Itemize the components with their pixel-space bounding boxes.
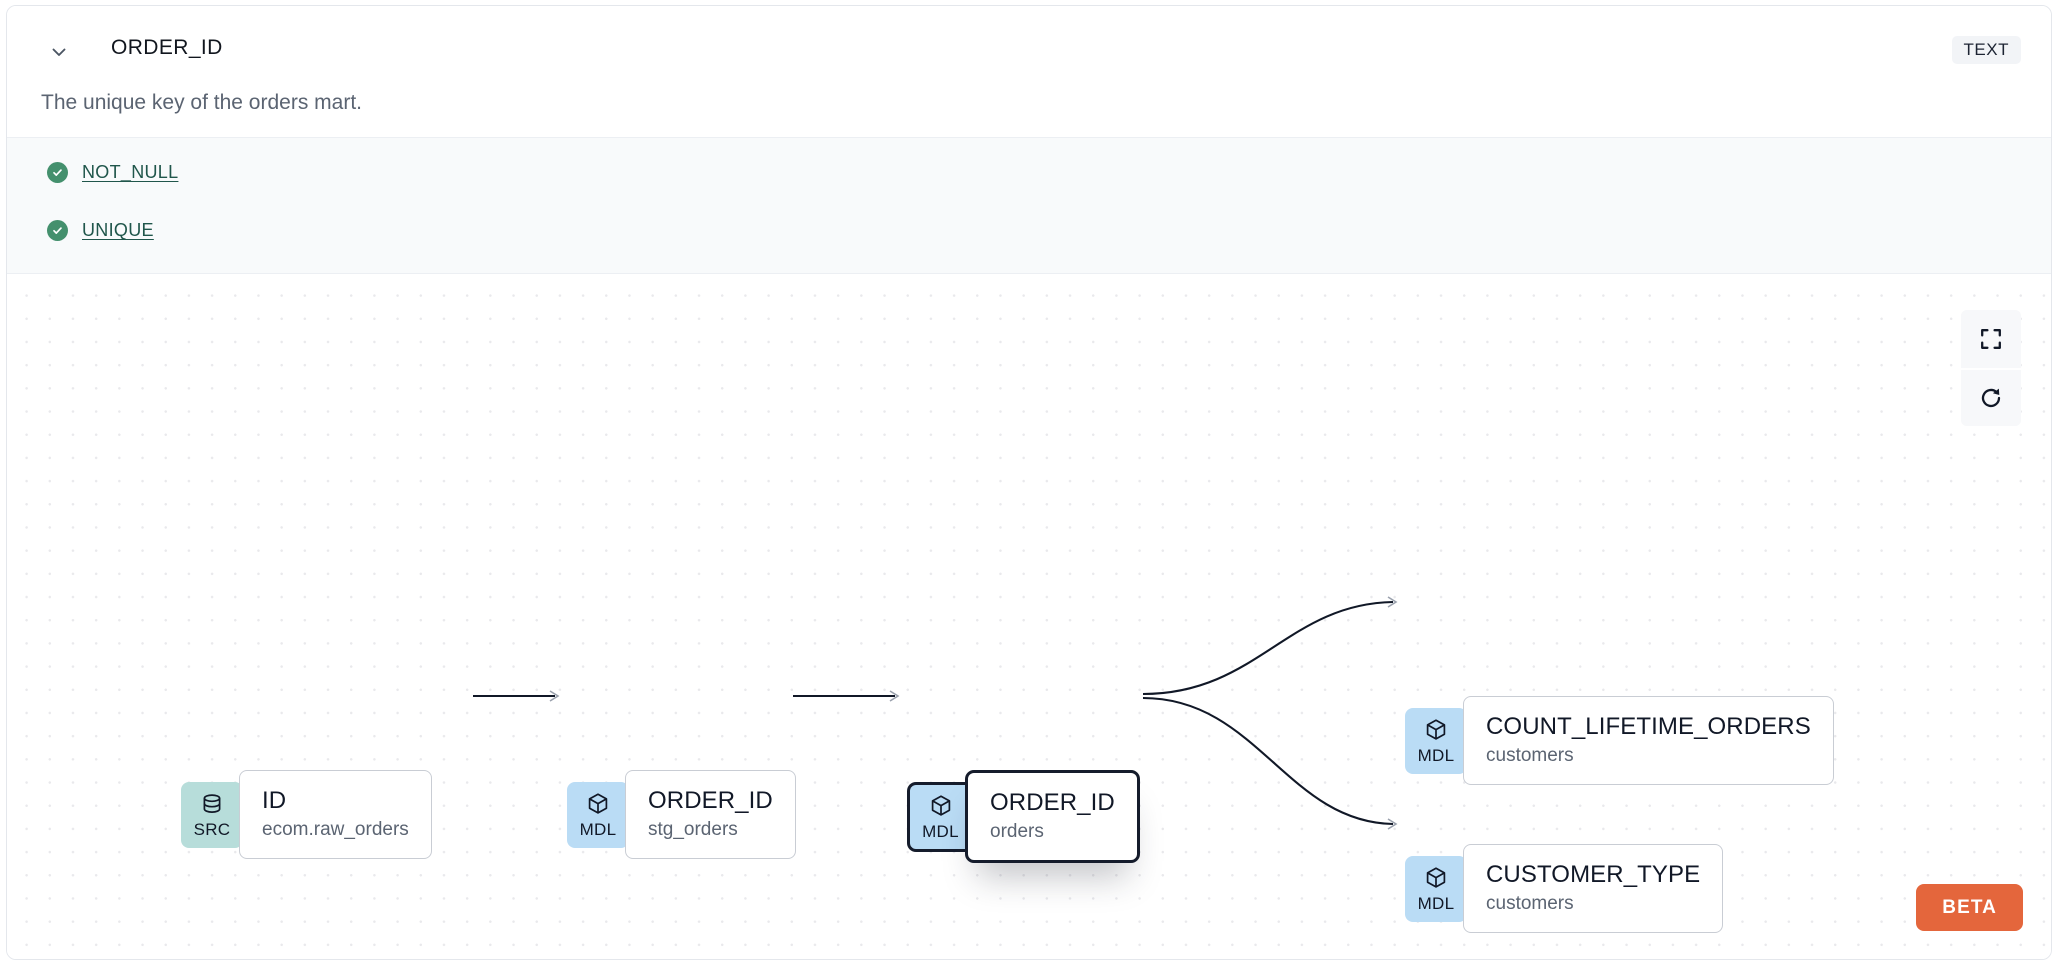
test-link[interactable]: NOT_NULL — [82, 162, 179, 182]
test-row[interactable]: NOT_NULL — [47, 162, 178, 183]
canvas-controls — [1961, 310, 2021, 426]
lineage-node-orders-selected[interactable]: MDL ORDER_ID orders — [907, 770, 1140, 864]
cube-icon — [1426, 867, 1446, 888]
lineage-node-stg-orders[interactable]: MDL ORDER_ID stg_orders — [567, 770, 796, 860]
chevron-down-icon[interactable] — [46, 39, 72, 65]
edge-arrow-icon — [1387, 596, 1398, 608]
fit-view-icon — [1979, 327, 2003, 351]
fit-view-button[interactable] — [1961, 310, 2021, 368]
page-title: ORDER_ID — [111, 36, 223, 59]
node-column-name: ORDER_ID — [990, 789, 1115, 816]
column-detail-card: ORDER_ID TEXT The unique key of the orde… — [6, 5, 2052, 960]
cube-icon — [588, 793, 608, 814]
node-type-badge-src: SRC — [181, 781, 243, 848]
node-column-name: CUSTOMER_TYPE — [1486, 861, 1701, 888]
test-row[interactable]: UNIQUE — [47, 220, 154, 241]
node-type-badge-mdl: MDL — [1405, 855, 1467, 922]
node-badge-label: MDL — [1417, 894, 1455, 914]
node-badge-label: SRC — [193, 820, 231, 840]
column-description: The unique key of the orders mart. — [41, 91, 362, 114]
cube-icon — [1426, 719, 1446, 740]
node-parent-name: stg_orders — [648, 818, 738, 840]
node-column-name: COUNT_LIFETIME_ORDERS — [1486, 713, 1811, 740]
data-type-badge: TEXT — [1951, 36, 2021, 64]
node-column-name: ORDER_ID — [648, 787, 773, 814]
database-icon — [203, 794, 221, 814]
node-body: ID ecom.raw_orders — [239, 770, 432, 860]
node-column-name: ID — [262, 787, 287, 814]
refresh-icon — [1979, 386, 2003, 410]
node-badge-label: MDL — [922, 822, 959, 842]
lineage-node-count-lifetime-orders[interactable]: MDL COUNT_LIFETIME_ORDERS customers — [1405, 696, 1834, 786]
edge-arrow-icon — [549, 690, 560, 702]
lineage-canvas[interactable]: SRC ID ecom.raw_orders MDL ORDER_ID stg_… — [7, 274, 2051, 959]
check-circle-icon — [47, 162, 68, 183]
node-parent-name: ecom.raw_orders — [262, 818, 409, 840]
beta-badge[interactable]: BETA — [1916, 884, 2023, 931]
node-parent-name: orders — [990, 820, 1044, 842]
node-badge-label: MDL — [579, 820, 617, 840]
node-body: CUSTOMER_TYPE customers — [1463, 844, 1724, 934]
test-link[interactable]: UNIQUE — [82, 220, 154, 240]
edge-orders-custtype — [1142, 696, 1394, 826]
edge-orders-count — [1142, 600, 1394, 696]
node-type-badge-mdl: MDL — [907, 781, 971, 852]
lineage-node-src[interactable]: SRC ID ecom.raw_orders — [181, 770, 432, 860]
node-parent-name: customers — [1486, 892, 1574, 914]
edge-arrow-icon — [889, 690, 900, 702]
card-header: ORDER_ID TEXT — [7, 6, 2051, 86]
node-type-badge-mdl: MDL — [567, 781, 629, 848]
reset-view-button[interactable] — [1961, 368, 2021, 426]
lineage-node-customer-type[interactable]: MDL CUSTOMER_TYPE customers — [1405, 844, 1724, 934]
node-body: ORDER_ID stg_orders — [625, 770, 796, 860]
node-badge-label: MDL — [1417, 746, 1455, 766]
tests-section: NOT_NULL UNIQUE — [7, 137, 2051, 274]
node-type-badge-mdl: MDL — [1405, 707, 1467, 774]
cube-icon — [931, 795, 950, 816]
edge-arrow-icon — [1387, 818, 1398, 830]
node-body: ORDER_ID orders — [965, 770, 1140, 864]
node-parent-name: customers — [1486, 744, 1574, 766]
node-body: COUNT_LIFETIME_ORDERS customers — [1463, 696, 1834, 786]
check-circle-icon — [47, 220, 68, 241]
lineage-edges — [473, 596, 1398, 830]
